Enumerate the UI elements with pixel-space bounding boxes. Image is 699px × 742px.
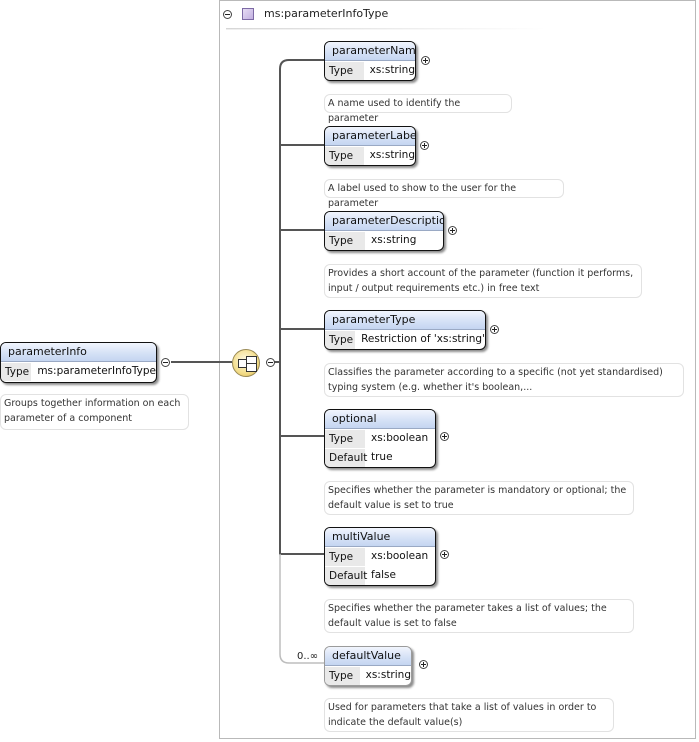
type-value: xs:string [371,234,417,246]
doc-parameterName: A name used to identify the parameter [324,94,512,124]
type-value: xs:string [369,149,415,161]
element-name: parameterDescription [325,212,443,231]
element-parameterLabel[interactable]: parameterLabel Type xs:string [324,126,416,166]
element-name: parameterType [325,311,485,330]
element-parameterName[interactable]: parameterName Type xs:string [324,41,416,81]
type-label: Type [325,429,365,448]
expand-parameterType-icon[interactable] [490,325,499,334]
element-type-row: Type xs:string [325,666,411,685]
doc-multiValue: Specifies whether the parameter takes a … [324,599,634,633]
root-element-box[interactable]: parameterInfo Type ms:parameterInfoType [0,342,157,383]
type-label: Type [325,666,360,685]
type-label: Type [325,61,364,80]
doc-optional: Specifies whether the parameter is manda… [324,481,634,515]
element-type-row: Type xs:string [325,231,443,250]
branch-defaultValue-optional [279,554,324,664]
element-name: multiValue [325,528,435,547]
default-value: false [371,569,396,581]
type-label: Type [325,146,364,165]
expand-parameterLabel-icon[interactable] [420,141,429,150]
default-label: Default [325,566,367,585]
element-name: parameterInfo [1,343,156,362]
type-label: Type [325,547,365,566]
element-default-row: Default true [325,448,435,467]
type-value: xs:string [369,64,415,76]
default-value: true [371,451,393,463]
doc-defaultValue: Used for parameters that take a list of … [324,698,614,732]
complex-type-icon [242,8,254,20]
element-type-row: Type ms:parameterInfoType [1,362,156,381]
expand-multiValue-icon[interactable] [440,550,449,559]
element-parameterType[interactable]: parameterType Type Restriction of 'xs:st… [324,310,486,350]
cardinality-label: 0..∞ [297,651,319,662]
doc-parameterDescription: Provides a short account of the paramete… [324,264,642,298]
expand-optional-icon[interactable] [440,432,449,441]
collapse-sequence-toggle-icon[interactable] [266,358,275,367]
root-documentation: Groups together information on each para… [0,394,189,430]
element-name: parameterName [325,42,415,61]
type-label: Type [1,362,32,381]
doc-parameterLabel: A label used to show to the user for the… [324,179,564,209]
element-optional[interactable]: optional Type xs:boolean Default true [324,409,436,468]
type-value: xs:boolean [371,550,429,562]
sequence-bracket-line [279,59,324,555]
sequence-compositor-icon[interactable] [232,349,260,377]
element-type-row: Type xs:string [325,146,415,165]
type-label: Type [325,231,365,250]
element-name: parameterLabel [325,127,415,146]
complex-type-title: ms:parameterInfoType [264,7,389,20]
element-defaultValue[interactable]: defaultValue Type xs:string [324,646,412,686]
header-divider-shadow [226,29,546,30]
type-value: xs:boolean [371,432,429,444]
default-label: Default [325,448,367,467]
expand-parameterName-icon[interactable] [421,56,430,65]
type-value: Restriction of 'xs:string' [361,333,485,345]
expand-parameterDescription-icon[interactable] [448,226,457,235]
header-divider [226,28,546,29]
element-type-row: Type xs:string [325,61,415,80]
collapse-type-toggle-icon[interactable] [223,10,232,19]
element-type-row: Type xs:boolean [325,429,435,448]
element-multiValue[interactable]: multiValue Type xs:boolean Default false [324,527,436,586]
doc-parameterType: Classifies the parameter according to a … [324,363,684,397]
element-default-row: Default false [325,566,435,585]
element-type-row: Type Restriction of 'xs:string' [325,330,485,349]
type-label: Type [325,330,356,349]
type-value: ms:parameterInfoType [37,365,156,377]
element-name: defaultValue [325,647,411,666]
type-value: xs:string [365,669,411,681]
expand-defaultValue-icon[interactable] [419,660,428,669]
element-parameterDescription[interactable]: parameterDescription Type xs:string [324,211,444,251]
element-type-row: Type xs:boolean [325,547,435,566]
element-name: optional [325,410,435,429]
collapse-root-toggle-icon[interactable] [161,358,170,367]
